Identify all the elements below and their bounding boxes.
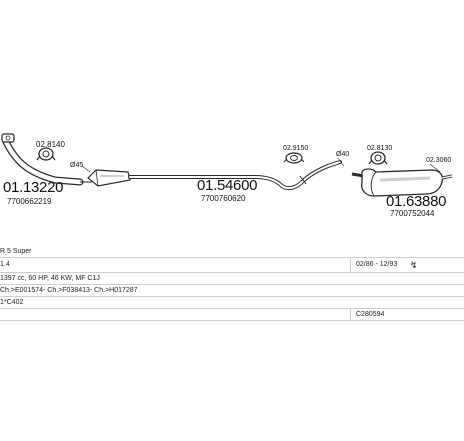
clamp-3-label: 02.8130 (367, 145, 392, 152)
info-row-code: C280594 (0, 309, 464, 321)
variant: 1.4 (0, 261, 10, 268)
clamp-2-icon (283, 152, 305, 164)
rear-silencer (351, 168, 453, 197)
clamp-1-label: 02.8140 (36, 140, 65, 149)
front-pipe (1, 133, 84, 186)
arrow-icon: ↯ (410, 260, 418, 270)
diameter-1-label: Ø45 (70, 162, 83, 169)
rear-silencer-oem: 7700752044 (390, 209, 435, 218)
info-row-variant: 1.4 02/86 - 12/93 ↯ (0, 258, 464, 273)
middle-pipe-code: 01.54600 (197, 177, 257, 194)
middle-silencer (87, 169, 131, 187)
clamp-2-label: 02.9150 (283, 145, 308, 152)
vehicle-info-table: R 5 Super 1.4 02/86 - 12/93 ↯ 1397 cc, 6… (0, 246, 464, 321)
diameter-2-label: Ø40 (336, 151, 349, 158)
tail-pipe-label: 02.3060 (426, 157, 451, 164)
exhaust-system-diagram: 02.8140 Ø45 02.9150 Ø40 02.8130 (1, 133, 453, 218)
catalog-code: C280594 (356, 311, 385, 318)
chassis-range: Ch.>E001574- Ch.>F038413- Ch.>H017287 (0, 287, 138, 294)
info-row-note: 1*C402 (0, 297, 464, 309)
front-pipe-code: 01.13220 (3, 179, 63, 196)
note: 1*C402 (0, 299, 24, 306)
front-flange (1, 133, 15, 143)
year-range: 02/86 - 12/93 (356, 261, 398, 268)
front-pipe-oem: 7700662219 (7, 197, 52, 206)
model-name: R 5 Super (0, 248, 32, 255)
info-row-model: R 5 Super (0, 246, 464, 258)
clamp-1-icon (36, 147, 56, 161)
clamp-3-icon (368, 151, 388, 165)
info-row-chassis: Ch.>E001574- Ch.>F038413- Ch.>H017287 (0, 285, 464, 297)
middle-pipe-oem: 7700760620 (201, 194, 246, 203)
engine-spec: 1397 cc, 60 HP, 46 KW, MF C1J (0, 275, 100, 282)
middle-pipe (128, 160, 342, 191)
rear-silencer-code: 01.63880 (386, 193, 446, 210)
info-row-engine: 1397 cc, 60 HP, 46 KW, MF C1J (0, 273, 464, 285)
